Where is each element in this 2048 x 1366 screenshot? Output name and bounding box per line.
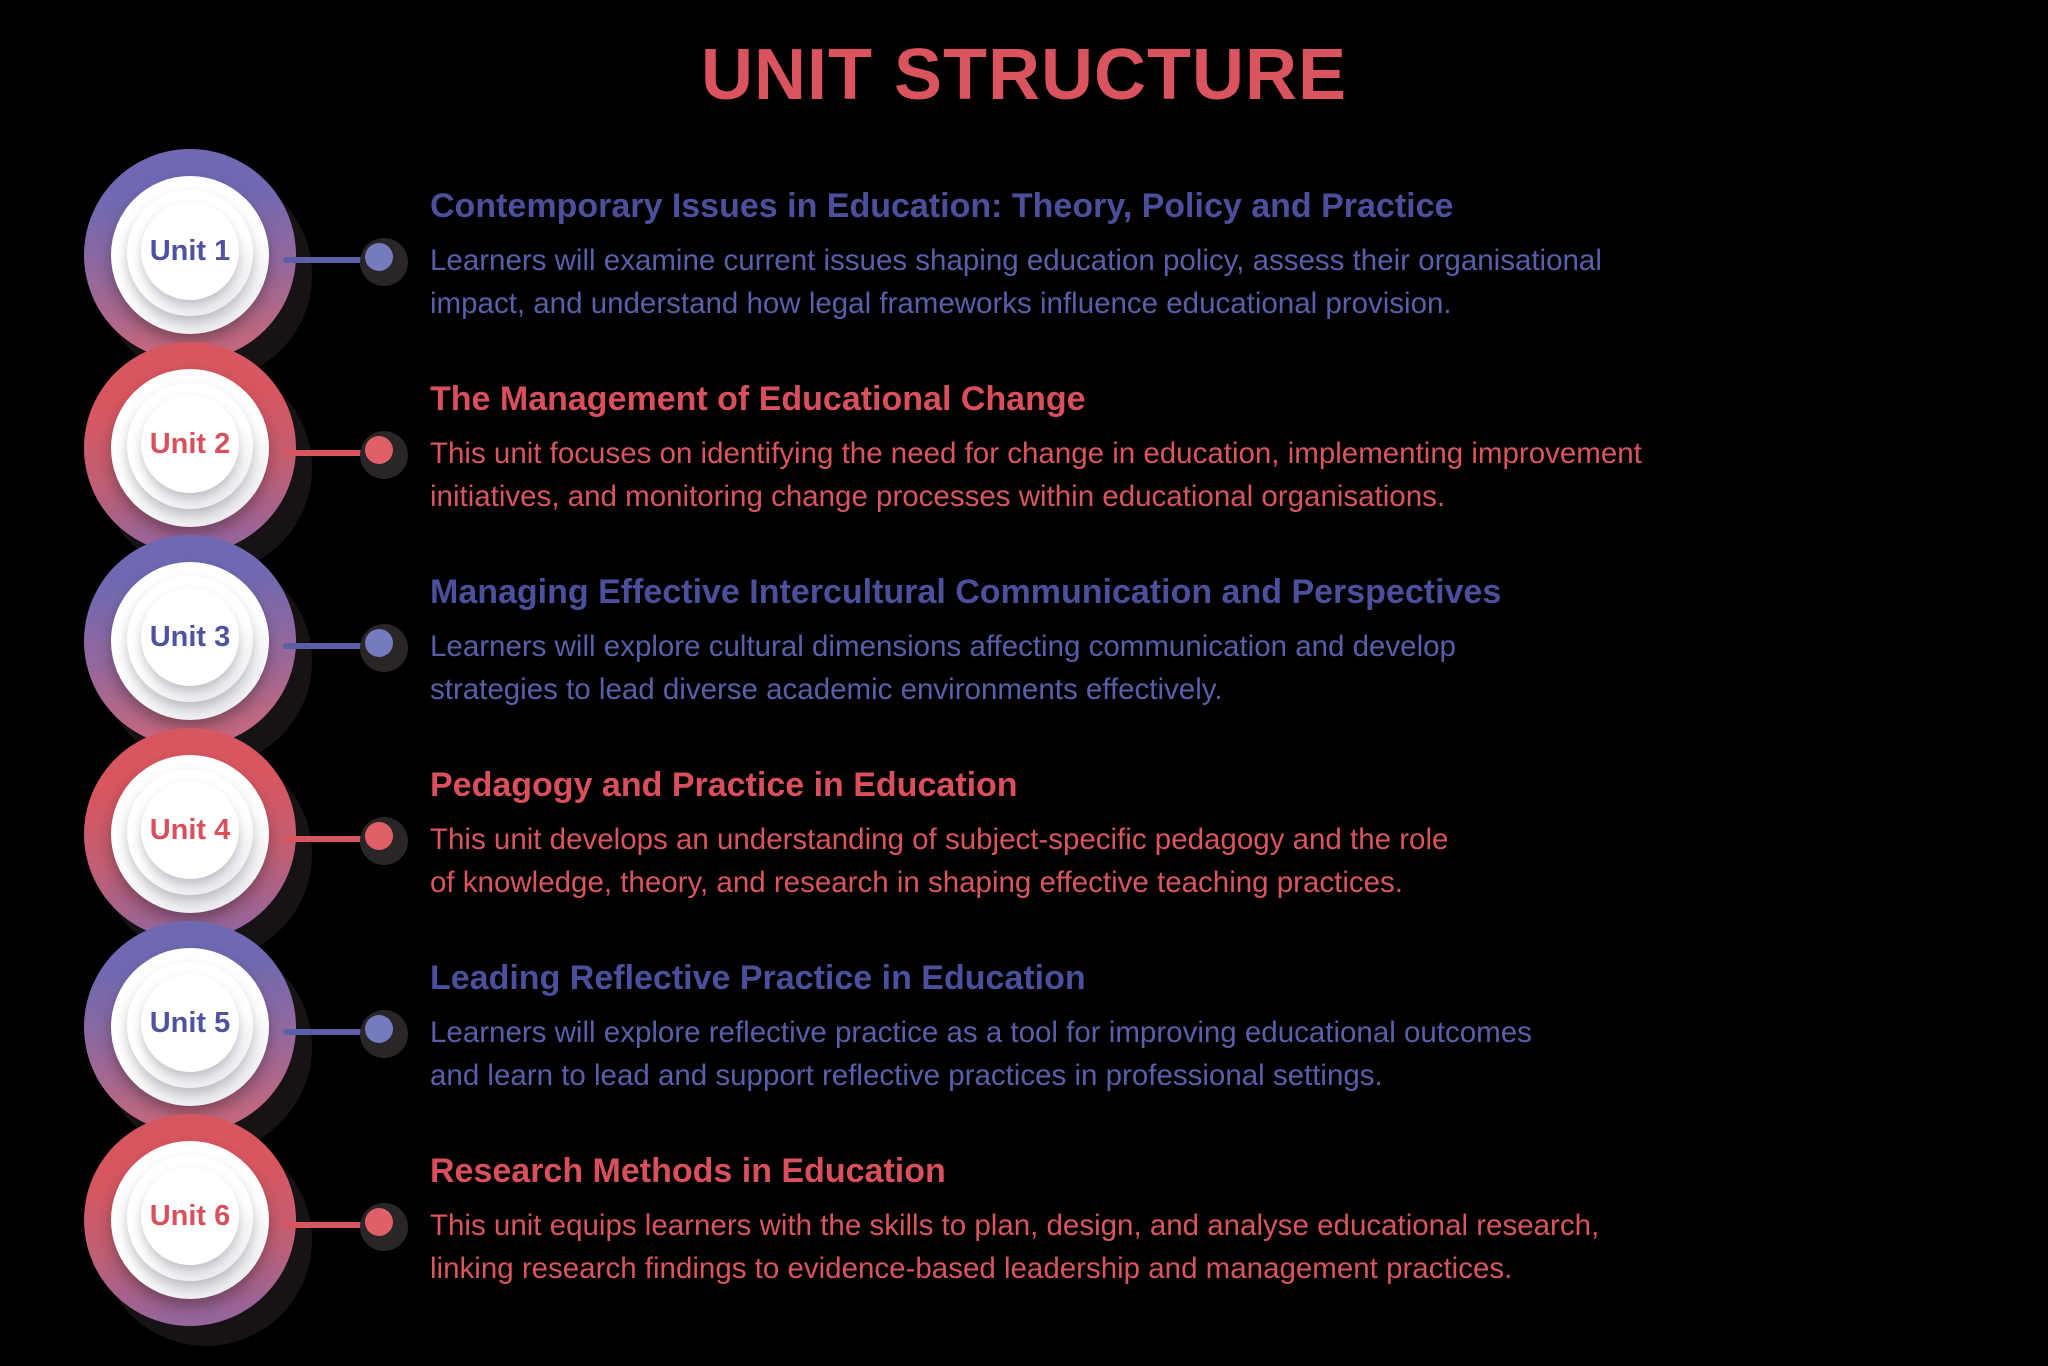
unit-badge-label: Unit 3 (149, 620, 231, 653)
unit-description-line: and learn to lead and support reflective… (430, 1059, 1383, 1092)
unit-title: Managing Effective Intercultural Communi… (430, 573, 1502, 611)
connector-dot-icon (365, 243, 393, 271)
connector-line (283, 1029, 383, 1035)
unit-description: This unit focuses on identifying the nee… (430, 432, 1642, 518)
connector-line (283, 450, 383, 456)
unit-badge: Unit 2 (84, 342, 296, 554)
unit-title: Leading Reflective Practice in Education (430, 959, 1086, 997)
badge-disc-inner: Unit 6 (141, 1167, 239, 1265)
unit-description: Learners will examine current issues sha… (430, 239, 1602, 325)
unit-description-line: strategies to lead diverse academic envi… (430, 673, 1223, 706)
unit-badge-label: Unit 6 (149, 1199, 231, 1232)
connector-line (283, 1222, 383, 1228)
unit-description-line: This unit equips learners with the skill… (430, 1209, 1600, 1242)
unit-badge-label: Unit 5 (149, 1006, 231, 1039)
unit-description-line: This unit develops an understanding of s… (430, 823, 1449, 856)
unit-description: Learners will explore reflective practic… (430, 1011, 1532, 1097)
badge-disc-inner: Unit 3 (141, 588, 239, 686)
badge-disc-inner: Unit 1 (141, 202, 239, 300)
unit-badge: Unit 1 (84, 149, 296, 361)
unit-description-line: of knowledge, theory, and research in sh… (430, 866, 1403, 899)
unit-badge: Unit 4 (84, 728, 296, 940)
connector-dot-icon (365, 436, 393, 464)
unit-description-line: linking research findings to evidence-ba… (430, 1252, 1513, 1285)
unit-description: Learners will explore cultural dimension… (430, 625, 1456, 711)
unit-description-line: impact, and understand how legal framewo… (430, 287, 1452, 320)
unit-description-line: Learners will explore cultural dimension… (430, 630, 1456, 663)
unit-badge-label: Unit 2 (149, 427, 231, 460)
unit-badge-label: Unit 1 (149, 234, 231, 267)
unit-description-line: Learners will explore reflective practic… (430, 1016, 1532, 1049)
unit-title: Pedagogy and Practice in Education (430, 766, 1018, 804)
unit-description: This unit equips learners with the skill… (430, 1204, 1599, 1290)
unit-title: Contemporary Issues in Education: Theory… (430, 187, 1454, 225)
connector-dot-icon (365, 1015, 393, 1043)
unit-badge: Unit 3 (84, 535, 296, 747)
unit-title: Research Methods in Education (430, 1152, 946, 1190)
badge-disc-inner: Unit 2 (141, 395, 239, 493)
connector-line (283, 836, 383, 842)
unit-description-line: initiatives, and monitoring change proce… (430, 480, 1446, 513)
connector-line (283, 643, 383, 649)
unit-badge: Unit 6 (84, 1114, 296, 1326)
unit-badge-label: Unit 4 (149, 813, 231, 846)
unit-badge: Unit 5 (84, 921, 296, 1133)
connector-dot-icon (365, 1208, 393, 1236)
unit-description-line: Learners will examine current issues sha… (430, 244, 1602, 277)
connector-dot-icon (365, 629, 393, 657)
unit-description: This unit develops an understanding of s… (430, 818, 1448, 904)
connector-dot-icon (365, 822, 393, 850)
unit-title: The Management of Educational Change (430, 380, 1086, 418)
connector-line (283, 257, 383, 263)
badge-disc-inner: Unit 5 (141, 974, 239, 1072)
unit-description-line: This unit focuses on identifying the nee… (430, 437, 1642, 470)
badge-disc-inner: Unit 4 (141, 781, 239, 879)
page-title: UNIT STRUCTURE (701, 35, 1347, 115)
